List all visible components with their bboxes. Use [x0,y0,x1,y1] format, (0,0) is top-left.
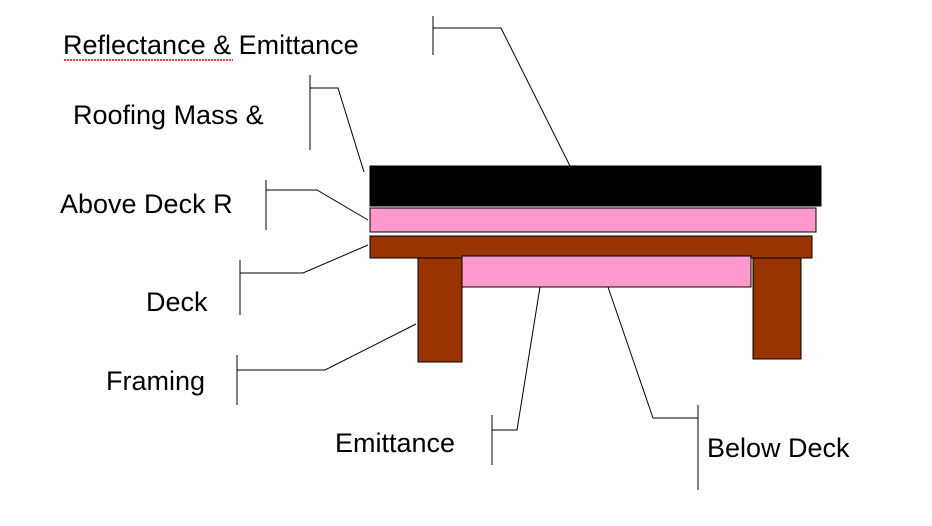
label-above-deck-r: Above Deck R [60,189,233,219]
label-framing: Framing [106,366,205,396]
roofing-mass-layer [369,165,822,207]
callout-deck [239,244,369,315]
framing-left [417,257,463,363]
framing-right [752,257,802,360]
callout-below-deck [607,286,699,490]
below-deck-insulation [461,255,752,288]
label-below-deck: Below Deck [707,433,850,463]
callout-framing [236,323,417,405]
label-deck: Deck [146,287,208,317]
above-deck-insulation-layer [369,207,817,233]
callout-emittance [491,286,541,465]
deck-layer [369,235,813,259]
label-emittance: Emittance [335,428,455,458]
label-roofing-mass: Roofing Mass & [73,100,264,130]
label-reflectance-emittance: Reflectance & Emittance [63,30,359,60]
callout-above-deck-r [265,180,369,230]
callout-roofing-mass [309,75,365,173]
callout-reflectance-emittance [432,16,571,167]
